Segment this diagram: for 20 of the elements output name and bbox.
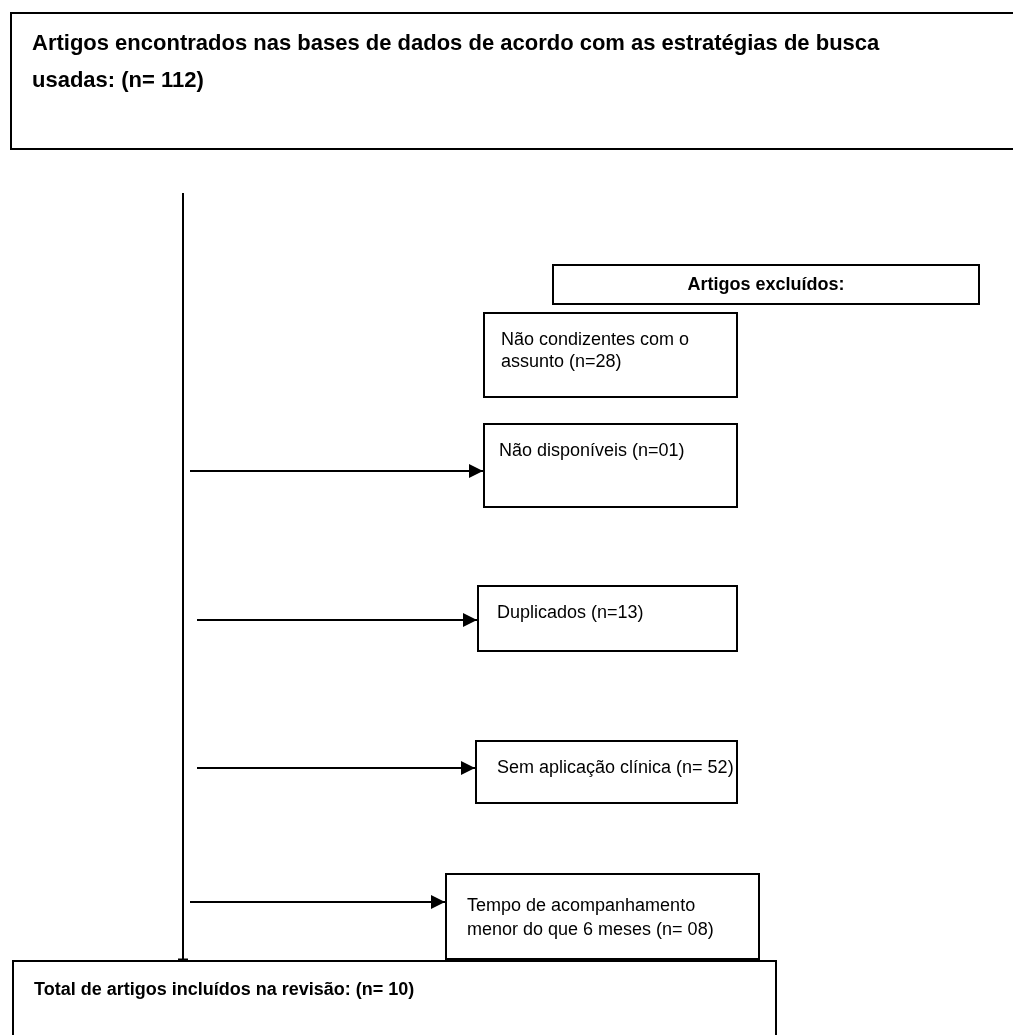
process-box: [483, 423, 738, 508]
process-box: [552, 264, 980, 305]
box-text: Não condizentes com o assunto (n=28): [501, 329, 690, 371]
box-text: Artigos excluídos:: [687, 273, 845, 296]
arrow: [189, 464, 484, 478]
arrow: [196, 761, 476, 775]
box-text: Tempo de acompanhamento menor do que 6 meses (n= 08): [467, 895, 714, 939]
arrow: [196, 613, 478, 627]
process-box: [475, 740, 738, 804]
process-box: [10, 12, 1013, 150]
arrow: [189, 895, 446, 909]
box-text: Artigos encontrados nas bases de dados de acordo com as estratégias de busca usadas: (n= 112): [32, 30, 880, 92]
process-box: [445, 873, 760, 960]
box-text: Duplicados (n=13): [497, 602, 644, 622]
box-text: Não disponíveis (n=01): [499, 440, 685, 460]
process-box: [477, 585, 738, 652]
process-box: [12, 960, 777, 1035]
process-box: [483, 312, 738, 398]
box-text: Sem aplicação clínica (n= 52): [497, 757, 734, 777]
box-text: Total de artigos incluídos na revisão: (n= 10): [34, 979, 415, 999]
